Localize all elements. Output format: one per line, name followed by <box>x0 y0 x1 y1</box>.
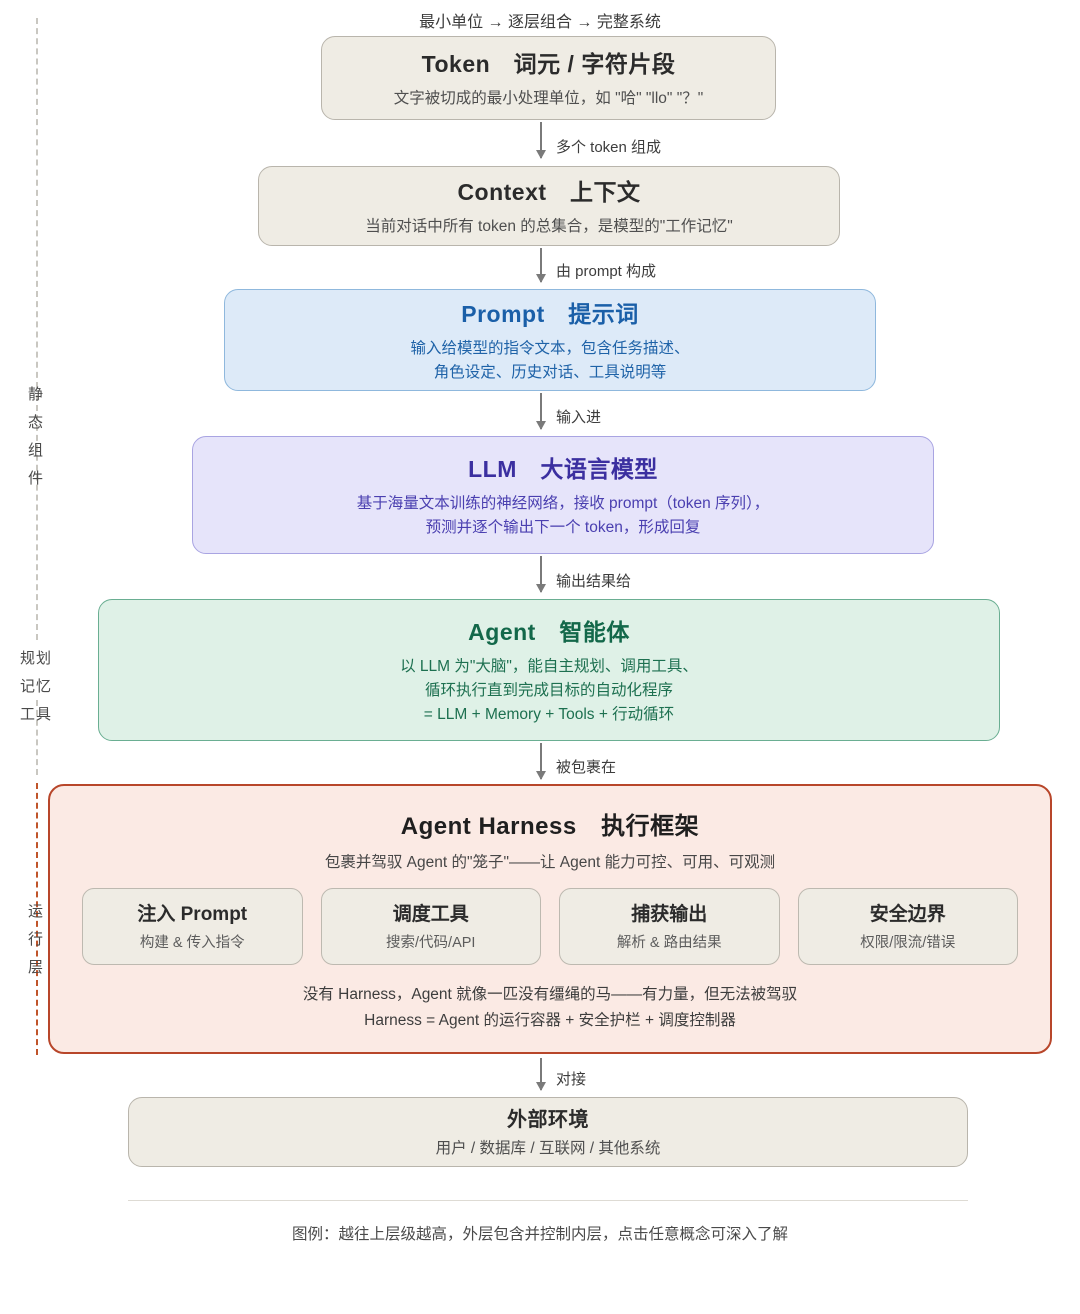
legend-divider <box>128 1200 968 1201</box>
arrow-label-token-to-context: 多个 token 组成 <box>556 139 662 156</box>
harness-card-inject-prompt[interactable]: 注入 Prompt 构建 & 传入指令 <box>82 888 303 965</box>
node-prompt-title: Prompt 提示词 <box>461 300 639 327</box>
arrow-context-to-prompt <box>536 248 546 283</box>
rail-label-planning: 规划 记忆 工具 <box>19 650 52 723</box>
arrow-harness-to-environment <box>536 1058 546 1091</box>
harness-footer-note: 没有 Harness，Agent 就像一匹没有缰绳的马——有力量，但无法被驾驭 … <box>302 986 798 1030</box>
harness-card-title: 调度工具 <box>392 904 469 925</box>
arrow-label-harness-to-environment: 对接 <box>556 1071 587 1088</box>
node-llm-desc: 基于海量文本训练的神经网络，接收 prompt（token 序列）， 预测并逐个… <box>356 494 770 536</box>
harness-card-sub: 权限/限流/错误 <box>860 935 956 951</box>
rail-label-runtime: 运 行 层 <box>27 903 44 976</box>
node-token-title: Token 词元 / 字符片段 <box>421 51 676 77</box>
harness-card-grid: 注入 Prompt 构建 & 传入指令 调度工具 搜索/代码/API 捕获输出 … <box>68 888 1032 965</box>
harness-card-capture-output[interactable]: 捕获输出 解析 & 路由结果 <box>559 888 780 965</box>
harness-card-safety-boundary[interactable]: 安全边界 权限/限流/错误 <box>797 888 1018 965</box>
rail-line-runtime <box>36 783 38 1055</box>
harness-card-title: 注入 Prompt <box>137 904 248 925</box>
node-agent-harness[interactable]: Agent Harness 执行框架 包裹并驾驭 Agent 的"笼子"——让 … <box>48 784 1052 1054</box>
node-env-desc: 用户 / 数据库 / 互联网 / 其他系统 <box>435 1140 661 1157</box>
harness-card-sub: 构建 & 传入指令 <box>139 935 245 951</box>
node-llm[interactable]: LLM 大语言模型 基于海量文本训练的神经网络，接收 prompt（token … <box>192 436 934 554</box>
node-agent-title: Agent 智能体 <box>468 618 630 645</box>
rail-line-planning <box>36 700 38 775</box>
node-prompt[interactable]: Prompt 提示词 输入给模型的指令文本，包含任务描述、 角色设定、历史对话、… <box>224 289 876 391</box>
rail-label-static: 静 态 组 件 <box>27 386 44 487</box>
harness-card-schedule-tools[interactable]: 调度工具 搜索/代码/API <box>320 888 541 965</box>
node-external-environment[interactable]: 外部环境 用户 / 数据库 / 互联网 / 其他系统 <box>128 1097 968 1167</box>
arrow-label-prompt-to-llm: 输入进 <box>556 409 602 426</box>
arrow-agent-to-harness <box>536 743 546 780</box>
rail-line-static-lower <box>36 395 38 640</box>
diagram-caption: 最小单位 → 逐层组合 → 完整系统 <box>419 14 661 31</box>
node-llm-title: LLM 大语言模型 <box>468 455 658 482</box>
arrow-token-to-context <box>536 122 546 159</box>
harness-card-title: 捕获输出 <box>631 904 708 925</box>
arrow-prompt-to-llm <box>536 393 546 430</box>
rail-line-static <box>36 18 38 388</box>
node-agent-desc: 以 LLM 为"大脑"，能自主规划、调用工具、 循环执行直到完成目标的自动化程序… <box>400 657 698 723</box>
harness-card-sub: 解析 & 路由结果 <box>616 935 722 951</box>
harness-card-title: 安全边界 <box>869 904 946 925</box>
node-context-desc: 当前对话中所有 token 的总集合，是模型的"工作记忆" <box>365 218 733 235</box>
node-context-title: Context 上下文 <box>457 179 641 205</box>
harness-subtitle: 包裹并驾驭 Agent 的"笼子"——让 Agent 能力可控、可用、可观测 <box>324 854 776 871</box>
arrow-llm-to-agent <box>536 556 546 593</box>
node-token-desc: 文字被切成的最小处理单位，如 "哈" "llo" "？" <box>393 90 704 107</box>
harness-card-sub: 搜索/代码/API <box>386 935 476 951</box>
node-agent[interactable]: Agent 智能体 以 LLM 为"大脑"，能自主规划、调用工具、 循环执行直到… <box>98 599 1000 741</box>
arrow-label-llm-to-agent: 输出结果给 <box>556 573 632 590</box>
harness-title: Agent Harness 执行框架 <box>400 813 700 840</box>
layer-rail: 静 态 组 件 规划 记忆 工具 运 行 层 <box>0 0 110 1314</box>
arrow-label-context-to-prompt: 由 prompt 构成 <box>556 263 657 280</box>
node-context[interactable]: Context 上下文 当前对话中所有 token 的总集合，是模型的"工作记忆… <box>258 166 840 246</box>
legend-text: 图例：越往上层级越高，外层包含并控制内层，点击任意概念可深入了解 <box>291 1226 788 1243</box>
node-env-title: 外部环境 <box>507 1109 589 1131</box>
node-prompt-desc: 输入给模型的指令文本，包含任务描述、 角色设定、历史对话、工具说明等 <box>410 339 690 381</box>
arrow-label-agent-to-harness: 被包裹在 <box>556 759 617 776</box>
node-token[interactable]: Token 词元 / 字符片段 文字被切成的最小处理单位，如 "哈" "llo"… <box>321 36 776 120</box>
